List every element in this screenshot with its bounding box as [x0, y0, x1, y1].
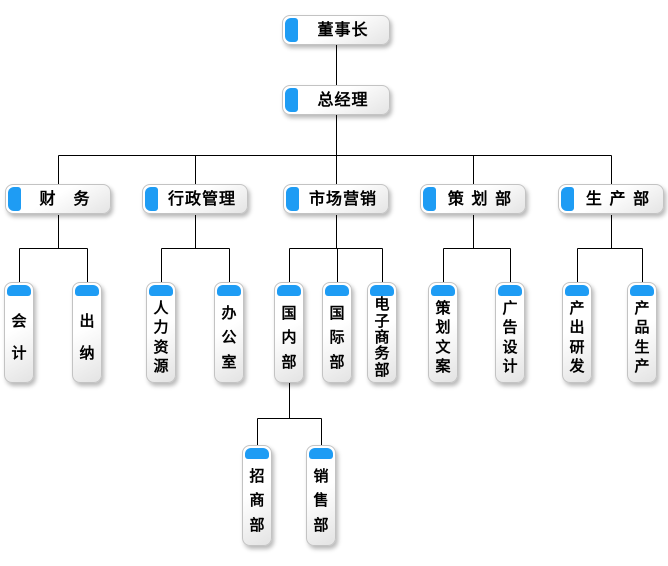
node-label: 市场营销 [308, 189, 377, 208]
blue-accent-bar [370, 285, 394, 296]
blue-accent-bar [75, 285, 99, 296]
org-node-cashier: 出纳 [72, 282, 102, 383]
blue-accent-bar [285, 18, 298, 42]
org-node-planning: 策 划 部 [420, 184, 526, 214]
node-label: 董事长 [317, 20, 369, 39]
org-node-production: 生 产 部 [558, 184, 664, 214]
node-label: 办公室 [221, 303, 237, 371]
org-node-marketing: 市场营销 [283, 184, 389, 214]
blue-accent-bar [8, 187, 21, 211]
blue-accent-bar [325, 285, 349, 296]
blue-accent-bar [149, 285, 173, 296]
node-label: 销售部 [313, 466, 329, 534]
org-node-ecommerce: 电子商务部 [367, 282, 397, 383]
blue-accent-bar [565, 285, 589, 296]
org-node-domestic: 国内部 [274, 282, 304, 383]
node-label: 电子商务部 [374, 295, 390, 379]
org-node-international: 国际部 [322, 282, 352, 383]
org-node-sales: 销售部 [306, 445, 336, 546]
node-label: 产品生产 [634, 298, 650, 376]
blue-accent-bar [423, 187, 436, 211]
blue-accent-bar [286, 187, 299, 211]
blue-accent-bar [561, 187, 574, 211]
blue-accent-bar [285, 88, 298, 112]
node-label: 财 务 [39, 189, 91, 208]
org-node-chairman: 董事长 [282, 15, 390, 45]
node-label: 广告设计 [502, 298, 518, 376]
node-label: 人力资源 [153, 298, 169, 376]
org-node-accounting: 会计 [4, 282, 34, 383]
blue-accent-bar [145, 187, 158, 211]
org-node-ad-design: 广告设计 [495, 282, 525, 383]
node-label: 国际部 [329, 303, 345, 371]
org-node-hr: 人力资源 [146, 282, 176, 383]
node-label: 策 划 部 [447, 189, 513, 208]
blue-accent-bar [217, 285, 241, 296]
node-label: 出纳 [79, 311, 95, 363]
node-label: 产出研发 [569, 298, 585, 376]
node-label: 策划文案 [435, 298, 451, 376]
org-node-finance: 财 务 [5, 184, 111, 214]
node-label: 招商部 [249, 466, 265, 534]
node-label: 会计 [11, 311, 27, 363]
blue-accent-bar [245, 448, 269, 459]
blue-accent-bar [431, 285, 455, 296]
org-node-office: 办公室 [214, 282, 244, 383]
blue-accent-bar [498, 285, 522, 296]
org-node-general-manager: 总经理 [282, 85, 390, 115]
node-label: 生 产 部 [585, 189, 651, 208]
node-label: 国内部 [281, 303, 297, 371]
blue-accent-bar [7, 285, 31, 296]
org-node-investment: 招商部 [242, 445, 272, 546]
org-node-copywriting: 策划文案 [428, 282, 458, 383]
node-label: 总经理 [317, 90, 369, 109]
org-node-rd: 产出研发 [562, 282, 592, 383]
blue-accent-bar [277, 285, 301, 296]
org-node-admin: 行政管理 [142, 184, 248, 214]
blue-accent-bar [630, 285, 654, 296]
node-label: 行政管理 [167, 189, 236, 208]
blue-accent-bar [309, 448, 333, 459]
org-node-product-production: 产品生产 [627, 282, 657, 383]
